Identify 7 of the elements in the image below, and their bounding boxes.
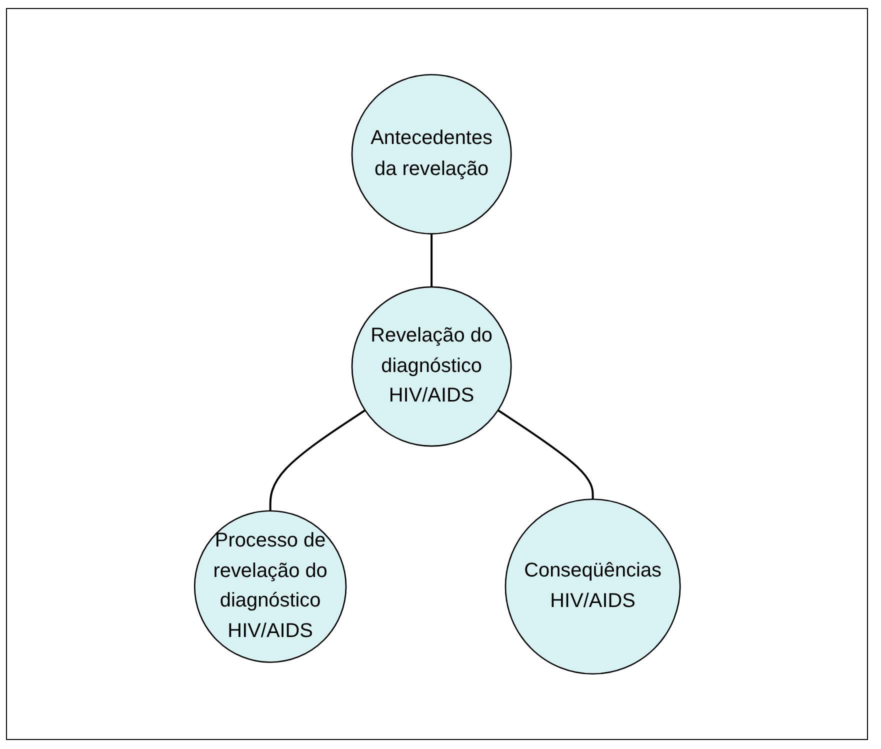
connector-line: [268, 409, 366, 511]
circle-node: Revelação do diagnóstico HIV/AIDS: [350, 286, 512, 446]
circle-node: Processo de revelação do diagnóstico HIV/AIDS: [194, 510, 346, 663]
circle-node: Antecedentes da revelação: [350, 74, 512, 234]
connector-line: [497, 409, 594, 499]
connector-line: [430, 234, 432, 287]
circle-node: Conseqüências HIV/AIDS: [504, 498, 680, 674]
